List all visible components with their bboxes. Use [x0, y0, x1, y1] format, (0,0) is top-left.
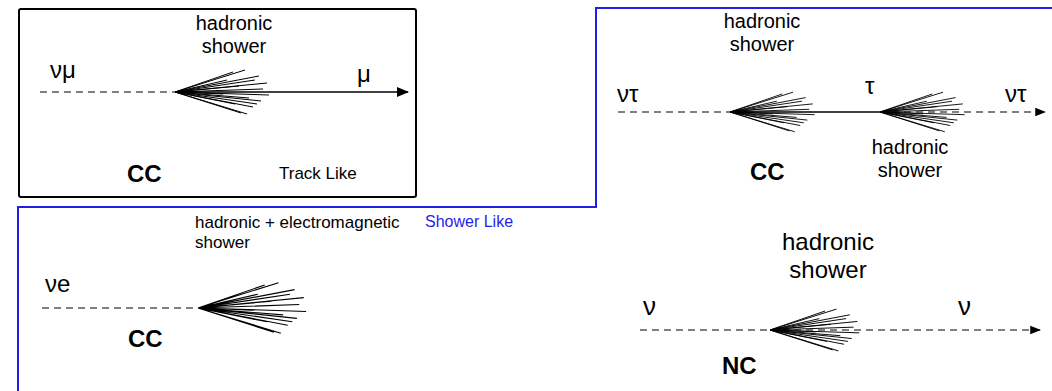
diagram-text: Shower Like — [425, 213, 513, 231]
diagram-text: CC — [127, 160, 162, 188]
diagram-text: hadronic shower — [753, 228, 903, 283]
track-like-box: νμ hadronic shower μCC Track Like — [18, 8, 417, 198]
neutrino-line — [42, 307, 198, 308]
diagram-text: μ — [357, 60, 371, 88]
muon-track — [175, 91, 408, 92]
hadronic-shower — [880, 92, 965, 132]
neutrino-line — [40, 91, 175, 92]
hadronic-shower — [175, 70, 269, 114]
diagram-text: ντ — [1005, 80, 1026, 108]
diagram-text: ντ — [617, 80, 638, 108]
diagram-text: CC — [750, 158, 785, 186]
diagram-text: CC — [128, 325, 163, 353]
region-outline — [18, 8, 1052, 391]
diagram-text: Track Like — [279, 164, 357, 184]
diagram-text: νμ — [50, 56, 76, 84]
hadronic-shower — [770, 309, 859, 351]
diagram-text: τ — [865, 72, 874, 100]
diagram-text: ν — [643, 292, 656, 322]
diagram-text: νe — [45, 270, 70, 298]
diagram-text: hadronic shower — [702, 10, 822, 56]
diagram-text: ν — [958, 292, 971, 322]
electromagnetic-shower — [198, 283, 306, 334]
hadronic-shower — [730, 92, 815, 132]
neutrino-line — [618, 111, 730, 112]
neutrino-line — [640, 329, 770, 330]
diagram-text: hadronic + electromagnetic shower — [195, 213, 415, 252]
shower-like-region: hadronic showerνττντCChadronic showerSho… — [18, 8, 1052, 391]
neutrino-line — [770, 329, 1040, 330]
diagram-text: hadronic shower — [850, 136, 970, 182]
region-border — [18, 8, 1052, 391]
diagram-text: NC — [722, 352, 757, 380]
diagram-text: hadronic shower — [174, 12, 294, 58]
